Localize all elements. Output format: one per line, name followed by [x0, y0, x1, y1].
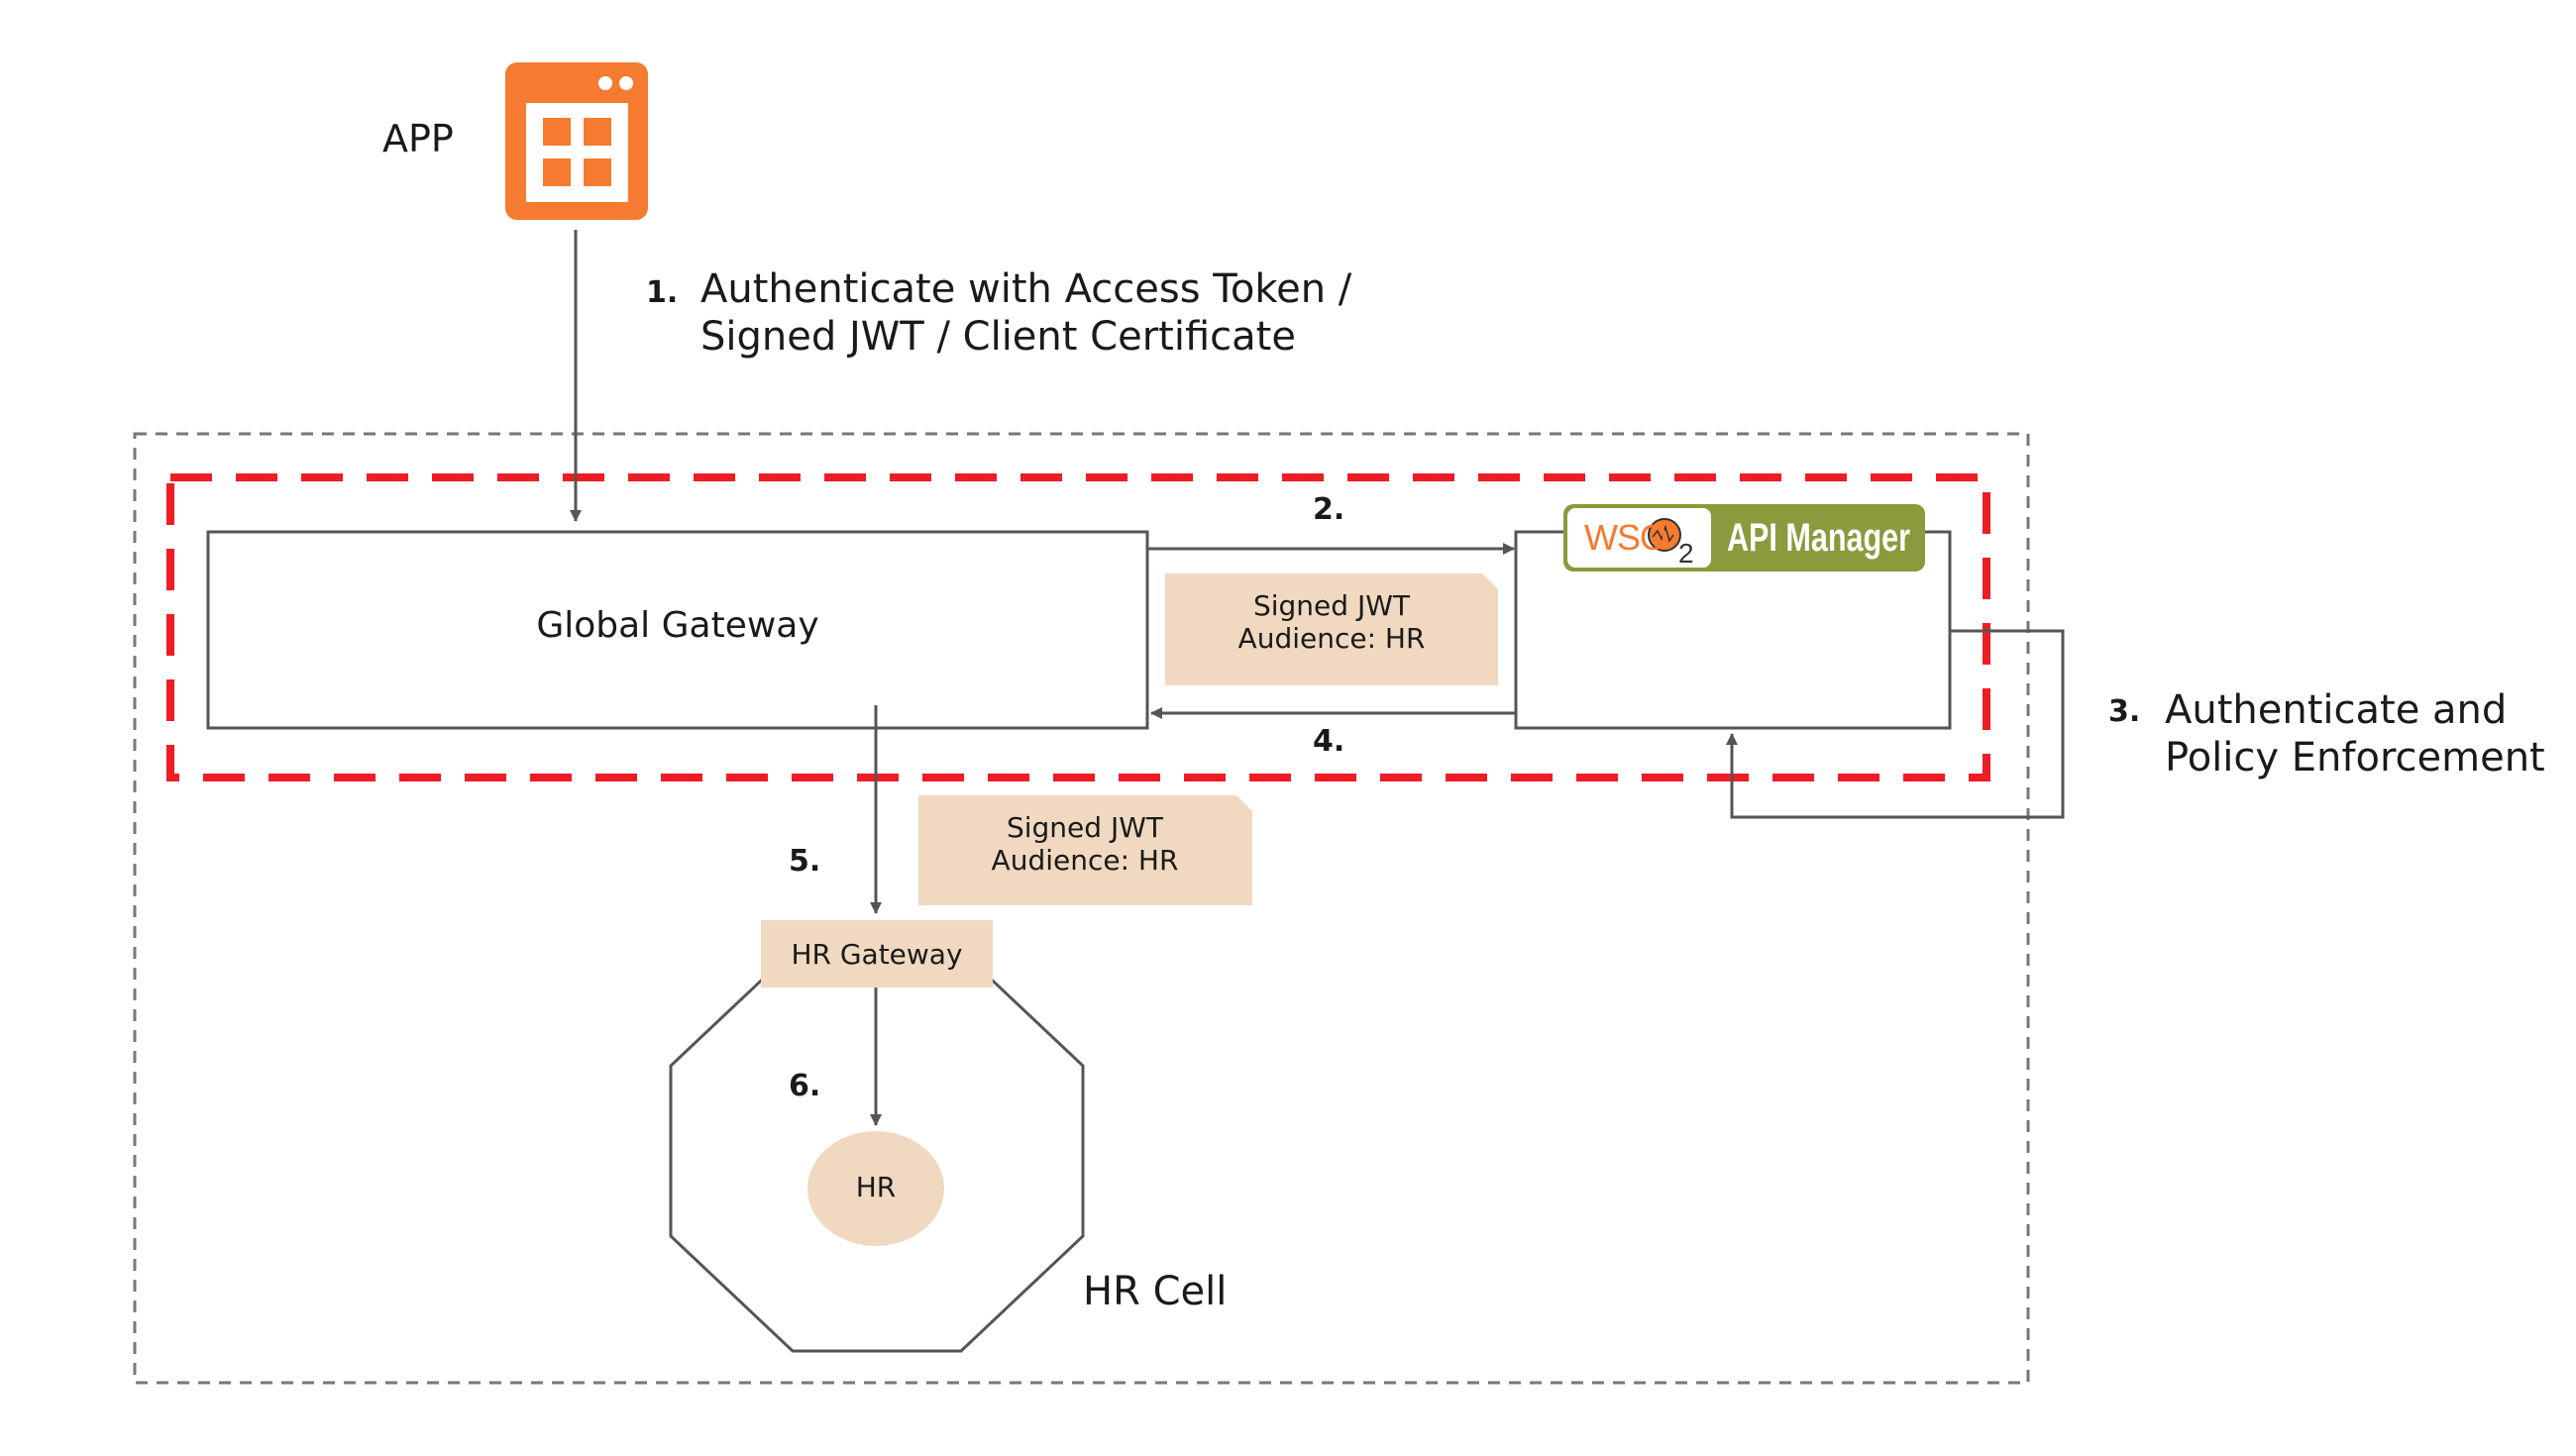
step-2-number: 2.: [1313, 492, 1344, 527]
signed-jwt-note-2: [918, 795, 1252, 905]
step-3-line-1: Authenticate and: [2165, 687, 2507, 733]
wso2-logo-subscript: 2: [1678, 538, 1694, 569]
note-2-line-1: Signed JWT: [1007, 811, 1164, 844]
global-gateway-label: Global Gateway: [536, 605, 818, 646]
red-boundary: [166, 473, 1990, 781]
step-3-number: 3.: [2108, 694, 2140, 729]
app-window-icon[interactable]: [505, 62, 648, 220]
hr-gateway-box[interactable]: [761, 920, 993, 988]
step-4-number: 4.: [1313, 724, 1344, 759]
step-1-line-2: Signed JWT / Client Certificate: [700, 314, 1296, 360]
step-1-line-1: Authenticate with Access Token /: [700, 266, 1352, 312]
step-5-number: 5.: [789, 844, 820, 879]
arrow-step-3-loop: [1726, 629, 2065, 819]
hr-service-circle[interactable]: [807, 1131, 944, 1246]
note-1-line-1: Signed JWT: [1253, 589, 1411, 622]
wso2-logo-icon: [1563, 504, 1925, 572]
hr-gateway-label: HR Gateway: [791, 938, 962, 971]
signed-jwt-note-1: [1165, 573, 1498, 685]
step-6-number: 6.: [789, 1069, 820, 1103]
global-gateway-box[interactable]: [206, 530, 1149, 730]
hr-service-label: HR: [856, 1171, 897, 1203]
hr-cell-label: HR Cell: [1083, 1269, 1227, 1314]
step-3-line-2: Policy Enforcement: [2165, 735, 2545, 780]
wso2-logo-text: WSO: [1584, 517, 1666, 558]
note-2-line-2: Audience: HR: [992, 844, 1179, 877]
outer-boundary: [133, 432, 2030, 1385]
step-1-number: 1.: [646, 275, 678, 310]
api-manager-label: API Manager: [1727, 516, 1910, 560]
note-1-line-2: Audience: HR: [1238, 622, 1426, 655]
app-label: APP: [382, 117, 454, 160]
